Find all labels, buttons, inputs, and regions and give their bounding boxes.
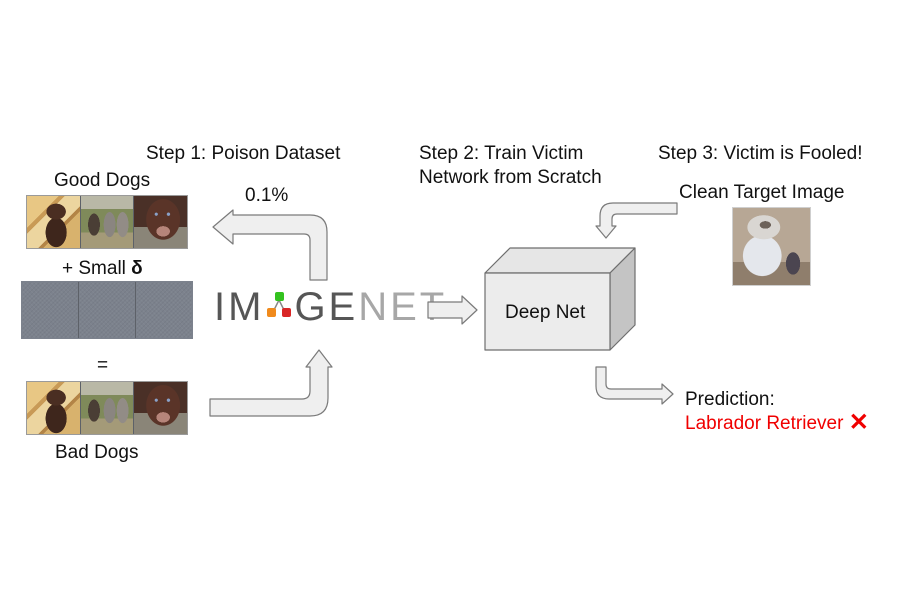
bad-dogs-images (26, 381, 188, 435)
deep-net-label: Deep Net (505, 302, 586, 323)
noise-image (22, 282, 78, 338)
step-3-heading: Step 3: Victim is Fooled! (658, 143, 863, 164)
arrow-target-to-deep-net (595, 202, 678, 239)
dog-image (79, 196, 134, 248)
deep-net-box (484, 247, 636, 351)
dog-image (133, 382, 188, 434)
perturbation-noise-images (21, 281, 193, 339)
clean-target-image (732, 207, 811, 286)
step-1-heading: Step 1: Poison Dataset (146, 143, 341, 164)
box-top-face (484, 247, 636, 274)
good-dogs-label: Good Dogs (54, 170, 151, 191)
dog-image (27, 196, 80, 248)
imagenet-logo: IM GENET (214, 287, 447, 327)
delta-symbol: δ (131, 258, 143, 279)
step-2-heading-line-1: Step 2: Train Victim (419, 143, 584, 164)
wrong-x-icon: ✕ (848, 409, 869, 436)
step-2-heading-line-2: Network from Scratch (419, 167, 602, 188)
arrow-to-deep-net (427, 295, 478, 325)
logo-text-im: IM (214, 285, 265, 329)
arrow-to-good-dogs (212, 209, 328, 281)
logo-square-green (274, 292, 284, 301)
prediction-value: Labrador Retriever (685, 413, 844, 434)
prediction-label: Prediction: (685, 389, 775, 410)
clean-target-label: Clean Target Image (679, 182, 845, 203)
dog-image (133, 196, 188, 248)
arrow-to-imagenet (209, 349, 333, 417)
prediction-value-row: Labrador Retriever ✕ (685, 409, 869, 436)
good-dogs-images (26, 195, 188, 249)
logo-square-red (282, 308, 292, 317)
imagenet-logo-mark-icon (264, 289, 294, 319)
poison-fraction-label: 0.1% (245, 185, 289, 206)
dog-image (79, 382, 134, 434)
equals-sign: = (97, 355, 109, 376)
bad-dogs-label: Bad Dogs (55, 442, 139, 463)
perturbation-label: + Small δ (62, 258, 143, 280)
box-front-face (484, 272, 611, 351)
logo-square-orange (267, 308, 277, 317)
dog-image (27, 382, 80, 434)
noise-image (78, 282, 135, 338)
arrow-to-prediction (595, 366, 674, 405)
logo-text-ge: GE (294, 285, 359, 329)
perturbation-text: + Small (62, 258, 132, 279)
noise-image (135, 282, 192, 338)
